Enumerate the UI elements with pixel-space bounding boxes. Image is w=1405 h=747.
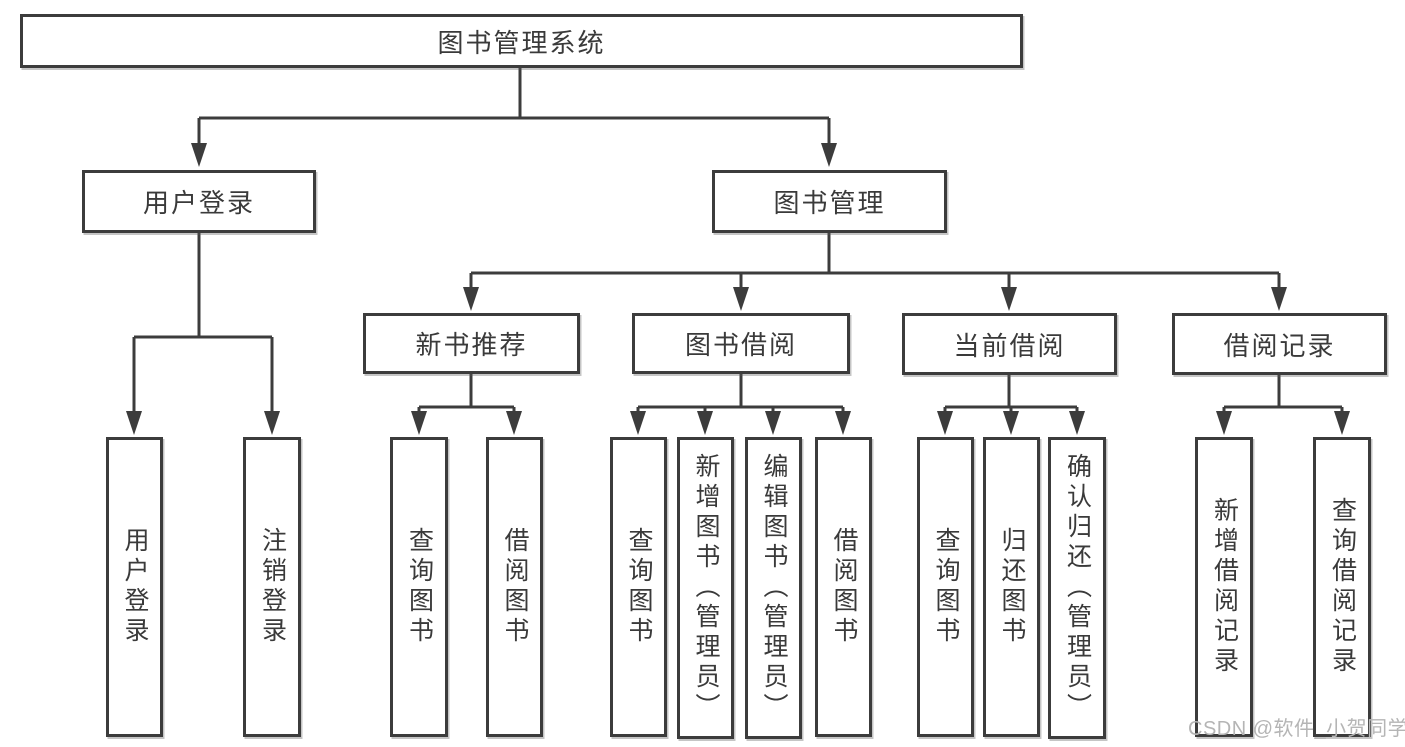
leaf-user-login-label: 用户登录	[121, 527, 149, 647]
arrowhead	[506, 411, 522, 435]
node-user-login: 用户登录	[82, 170, 316, 233]
node-current-borrowing-label: 当前借阅	[953, 330, 1066, 361]
watermark: CSDN @软件_小贺同学	[1188, 718, 1405, 740]
leaf-nbr-borrow-books: 借阅图书	[486, 437, 543, 737]
leaf-cb-query-books-label: 查询图书	[932, 527, 960, 647]
node-root-label: 图书管理系统	[437, 27, 606, 58]
leaf-bb-add-books-admin-label: 新增图书（管理员）	[692, 453, 720, 723]
leaf-br-add-record-label: 新增借阅记录	[1210, 497, 1239, 677]
leaf-bb-borrow-books: 借阅图书	[815, 437, 872, 737]
arrowhead	[733, 287, 749, 311]
arrowhead	[411, 411, 427, 435]
leaf-bb-edit-books-admin: 编辑图书（管理员）	[745, 437, 802, 739]
leaf-bb-borrow-books-label: 借阅图书	[830, 527, 858, 647]
node-new-book-recommend: 新书推荐	[363, 313, 580, 374]
leaf-bb-edit-books-admin-label: 编辑图书（管理员）	[760, 453, 788, 723]
leaf-logout: 注销登录	[243, 437, 301, 737]
leaf-cb-query-books: 查询图书	[917, 437, 974, 737]
leaf-nbr-query-books: 查询图书	[390, 437, 448, 737]
leaf-br-query-record: 查询借阅记录	[1313, 437, 1371, 737]
node-current-borrowing: 当前借阅	[902, 313, 1117, 375]
node-borrowing-records: 借阅记录	[1172, 313, 1387, 375]
leaf-nbr-borrow-books-label: 借阅图书	[501, 527, 529, 647]
arrowhead	[697, 411, 713, 435]
arrowhead	[765, 411, 781, 435]
leaf-br-query-record-label: 查询借阅记录	[1328, 497, 1357, 677]
node-book-borrowing: 图书借阅	[632, 313, 850, 374]
leaf-cb-return-books: 归还图书	[983, 437, 1040, 737]
arrowhead	[937, 411, 953, 435]
arrowhead	[463, 287, 479, 311]
node-book-borrowing-label: 图书借阅	[684, 330, 797, 360]
node-borrowing-records-label: 借阅记录	[1223, 330, 1336, 361]
arrowhead	[1069, 411, 1085, 435]
node-root: 图书管理系统	[20, 14, 1023, 68]
arrowhead	[126, 411, 142, 435]
leaf-bb-query-books: 查询图书	[610, 437, 667, 737]
leaf-br-add-record: 新增借阅记录	[1195, 437, 1253, 737]
leaf-logout-label: 注销登录	[258, 527, 287, 647]
arrowhead	[1216, 411, 1232, 435]
arrowheads	[126, 143, 1350, 435]
arrowhead	[630, 411, 646, 435]
node-user-login-label: 用户登录	[142, 188, 255, 218]
arrowhead	[191, 143, 207, 167]
arrowhead	[264, 411, 280, 435]
arrowhead	[1001, 287, 1017, 311]
arrowhead	[835, 411, 851, 435]
arrowhead	[1003, 411, 1019, 435]
node-new-book-recommend-label: 新书推荐	[415, 330, 528, 360]
leaf-user-login: 用户登录	[106, 437, 163, 737]
leaf-bb-query-books-label: 查询图书	[625, 527, 653, 647]
arrowhead	[1271, 287, 1287, 311]
leaf-cb-confirm-return-admin-label: 确认归还（管理员）	[1063, 453, 1092, 723]
node-book-management: 图书管理	[712, 170, 947, 233]
leaf-cb-return-books-label: 归还图书	[998, 527, 1026, 647]
node-book-management-label: 图书管理	[773, 188, 886, 218]
arrowhead	[1334, 411, 1350, 435]
leaf-nbr-query-books-label: 查询图书	[405, 527, 434, 647]
arrowhead	[821, 143, 837, 167]
leaf-bb-add-books-admin: 新增图书（管理员）	[677, 437, 734, 739]
leaf-cb-confirm-return-admin: 确认归还（管理员）	[1048, 437, 1106, 739]
